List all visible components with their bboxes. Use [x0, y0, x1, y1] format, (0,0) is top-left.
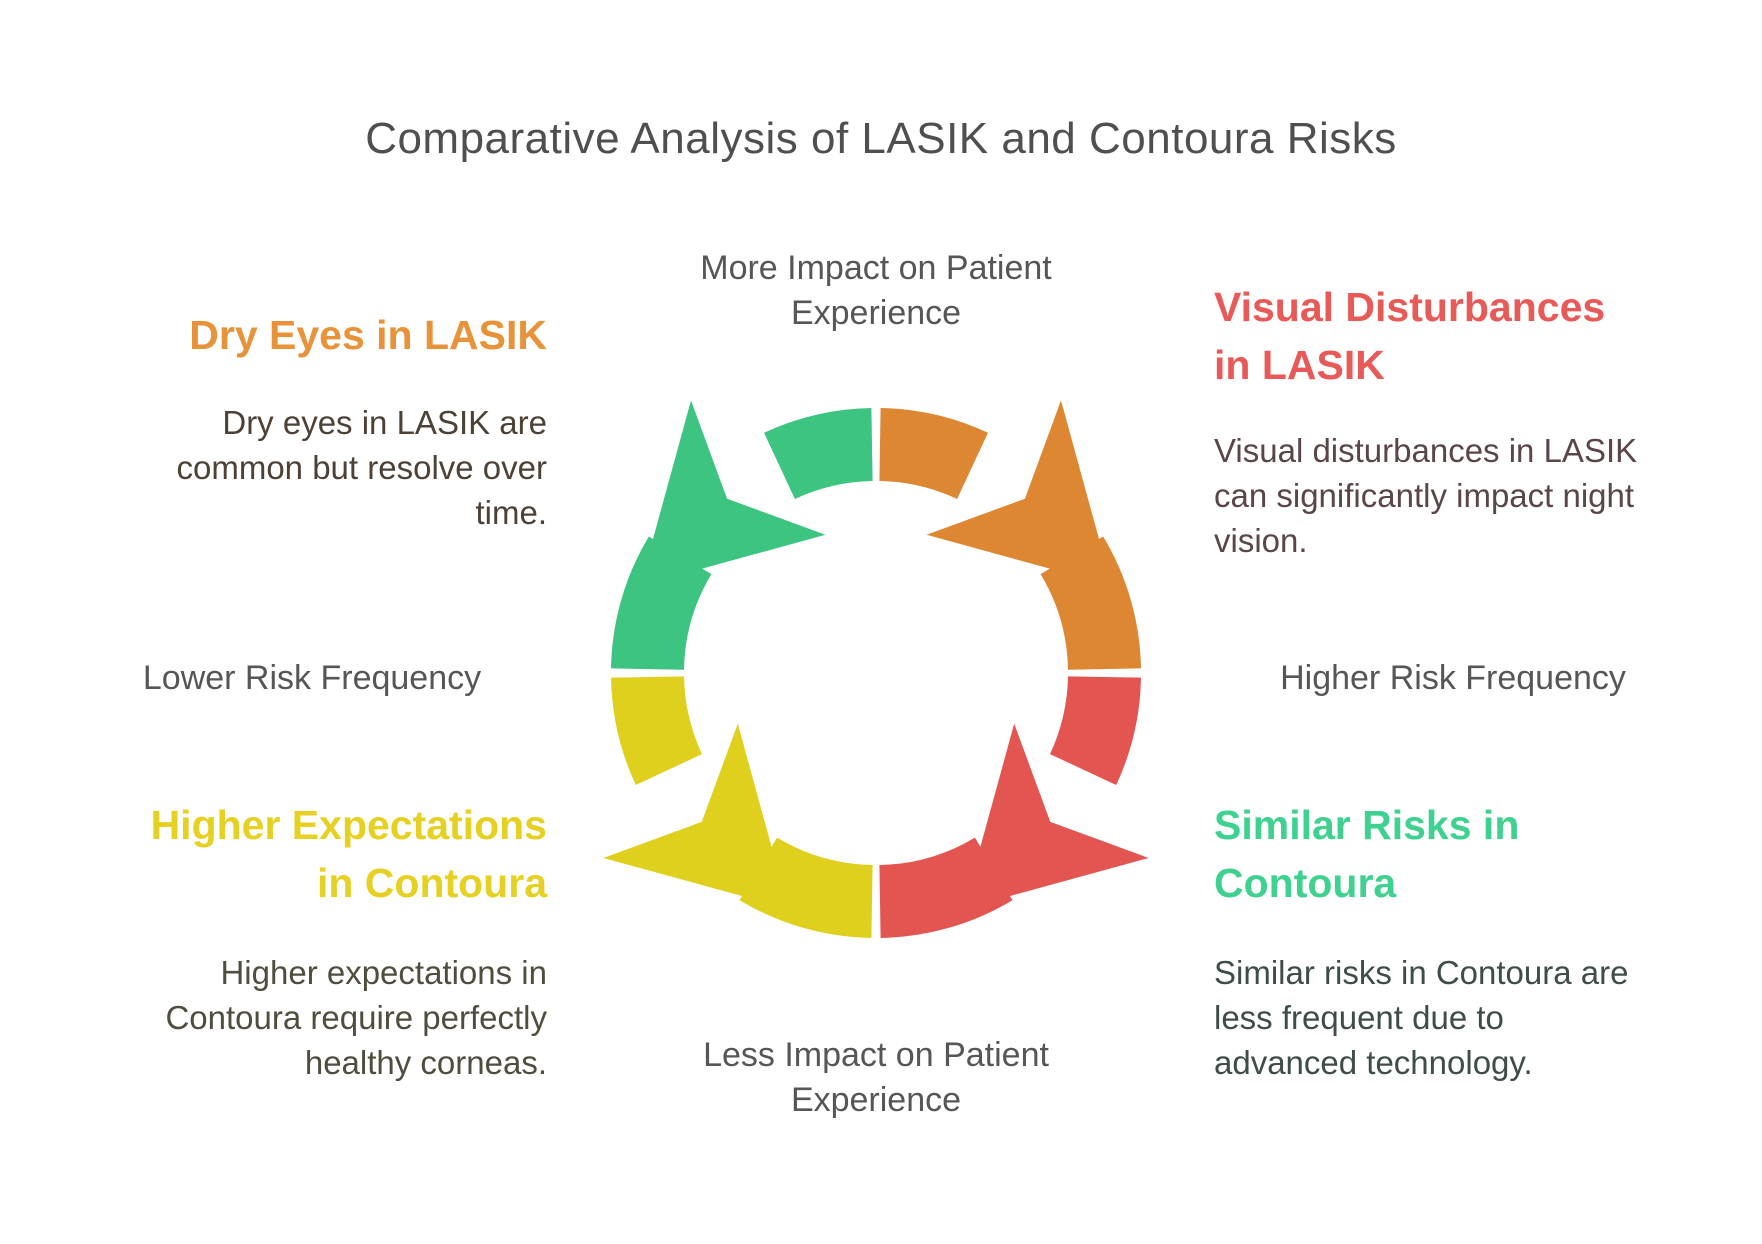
- body-line: healthy corneas.: [304, 1044, 547, 1081]
- yellow-quadrant: [603, 676, 873, 938]
- red-quadrant: [879, 676, 1149, 938]
- body-line: Similar risks in Contoura are: [1214, 954, 1629, 991]
- green-quadrant: [611, 400, 873, 670]
- body-line: Contoura require perfectly: [165, 999, 547, 1036]
- section-heading-visual-disturbances: Visual Disturbances in LASIK: [1214, 278, 1704, 394]
- axis-label-top-line1: More Impact on Patient: [700, 249, 1052, 287]
- red-arrowhead-icon: [963, 723, 1149, 909]
- axis-label-left: Lower Risk Frequency: [142, 659, 482, 697]
- yellow-arrowhead-icon: [603, 723, 789, 909]
- heading-line: in LASIK: [1214, 342, 1385, 388]
- orange-arc-trailing: [879, 408, 988, 499]
- section-body-dry-eyes: Dry eyes in LASIK are common but resolve…: [87, 400, 548, 535]
- heading-line: Dry Eyes in LASIK: [189, 312, 547, 358]
- body-line: Higher expectations in: [220, 954, 547, 991]
- heading-line: Contoura: [1214, 860, 1397, 906]
- page-title: Comparative Analysis of LASIK and Contou…: [365, 114, 1397, 163]
- section-body-higher-expectations: Higher expectations in Contoura require …: [87, 950, 547, 1085]
- axis-label-top: More Impact on Patient Experience: [700, 246, 1052, 336]
- heading-line: Similar Risks in: [1214, 802, 1520, 848]
- red-arc-trailing: [1050, 676, 1141, 785]
- body-line: Dry eyes in LASIK are: [222, 404, 547, 441]
- heading-line: Higher Expectations: [150, 802, 547, 848]
- section-body-visual-disturbances: Visual disturbances in LASIK can signifi…: [1214, 428, 1704, 563]
- axis-label-top-line2: Experience: [790, 294, 962, 332]
- section-heading-similar-risks: Similar Risks in Contoura: [1214, 796, 1704, 912]
- green-arrowhead-icon: [640, 400, 826, 586]
- orange-quadrant: [879, 400, 1141, 670]
- heading-line: in Contoura: [316, 860, 547, 906]
- body-line: vision.: [1214, 522, 1308, 559]
- body-line: time.: [475, 494, 547, 531]
- body-line: common but resolve over: [176, 449, 548, 486]
- body-line: Visual disturbances in LASIK: [1214, 432, 1638, 469]
- section-body-similar-risks: Similar risks in Contoura are less frequ…: [1214, 950, 1704, 1085]
- heading-line: Visual Disturbances: [1214, 284, 1606, 330]
- axis-label-bottom: Less Impact on Patient Experience: [703, 1033, 1049, 1123]
- axis-label-bottom-line2: Experience: [790, 1081, 962, 1119]
- section-heading-dry-eyes: Dry Eyes in LASIK: [87, 306, 547, 364]
- axis-label-right: Higher Risk Frequency: [1280, 659, 1626, 697]
- green-arc-trailing: [764, 408, 873, 499]
- body-line: less frequent due to: [1214, 999, 1504, 1036]
- body-line: advanced technology.: [1214, 1044, 1533, 1081]
- section-heading-higher-expectations: Higher Expectations in Contoura: [87, 796, 547, 912]
- yellow-arc-trailing: [611, 676, 702, 785]
- axis-label-bottom-line1: Less Impact on Patient: [703, 1036, 1049, 1074]
- body-line: can significantly impact night: [1214, 477, 1635, 514]
- orange-arrowhead-icon: [926, 400, 1112, 586]
